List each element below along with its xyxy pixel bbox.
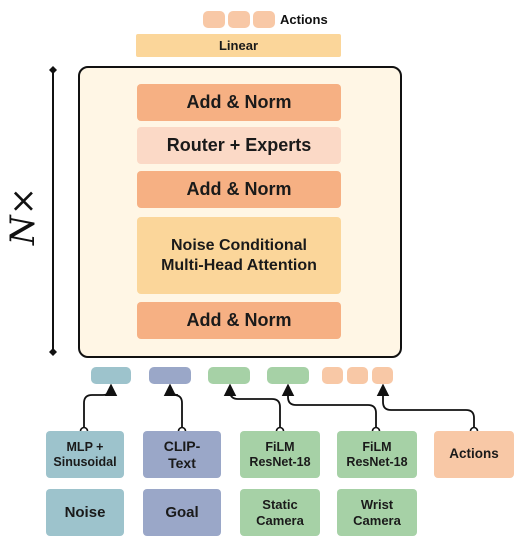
linear-layer: Linear [136,34,341,57]
output-action-token-3 [253,11,275,28]
film-resnet-encoder-1: FiLM ResNet-18 [240,431,320,478]
output-actions-label: Actions [280,12,328,27]
film-resnet-label-2: FiLM ResNet-18 [346,439,408,469]
output-action-token-1 [203,11,225,28]
film-resnet-encoder-2: FiLM ResNet-18 [337,431,417,478]
goal-label: Goal [165,503,199,521]
router-experts-label: Router + Experts [166,135,312,155]
wire-clip [163,383,183,431]
wrist-camera-token [267,367,309,384]
wrist-camera-input: Wrist Camera [337,489,417,536]
mlp-sinusoidal-label: MLP + Sinusoidal [53,439,117,469]
repeat-bracket-bottom [49,348,57,356]
noise-attention-label: Noise Conditional Multi-Head Attention [161,237,317,274]
actions-input: Actions [434,431,514,478]
goal-input: Goal [143,489,221,536]
film-resnet-label-1: FiLM ResNet-18 [249,439,311,469]
wire-film-1 [223,383,281,431]
add-norm-label-3: Add & Norm [186,310,292,330]
actions-input-label: Actions [449,446,499,462]
input-action-token-1 [322,367,343,384]
wire-actions [376,383,475,431]
input-action-token-3 [372,367,393,384]
router-experts-layer: Router + Experts [137,127,341,164]
input-action-token-2 [347,367,368,384]
add-norm-layer-3: Add & Norm [137,302,341,339]
noise-attention-layer: Noise Conditional Multi-Head Attention [137,217,341,294]
noise-input: Noise [46,489,124,536]
repeat-bracket-top [49,66,57,74]
wire-mlp [83,383,118,431]
wire-film-2 [281,383,377,431]
static-camera-input: Static Camera [240,489,320,536]
add-norm-label-2: Add & Norm [186,179,292,199]
add-norm-layer-1: Add & Norm [137,84,341,121]
mlp-sinusoidal-encoder: MLP + Sinusoidal [46,431,124,478]
wrist-camera-label: Wrist Camera [353,496,401,528]
noise-label: Noise [64,503,106,521]
output-action-token-2 [228,11,250,28]
add-norm-layer-2: Add & Norm [137,171,341,208]
noise-token [91,367,131,384]
clip-text-label: CLIP- Text [163,437,201,471]
clip-text-encoder: CLIP- Text [143,431,221,478]
goal-token [149,367,191,384]
static-camera-token [208,367,250,384]
linear-label: Linear [218,38,258,53]
static-camera-label: Static Camera [256,496,304,528]
repeat-label: N× [3,186,43,246]
add-norm-label-1: Add & Norm [186,92,292,112]
